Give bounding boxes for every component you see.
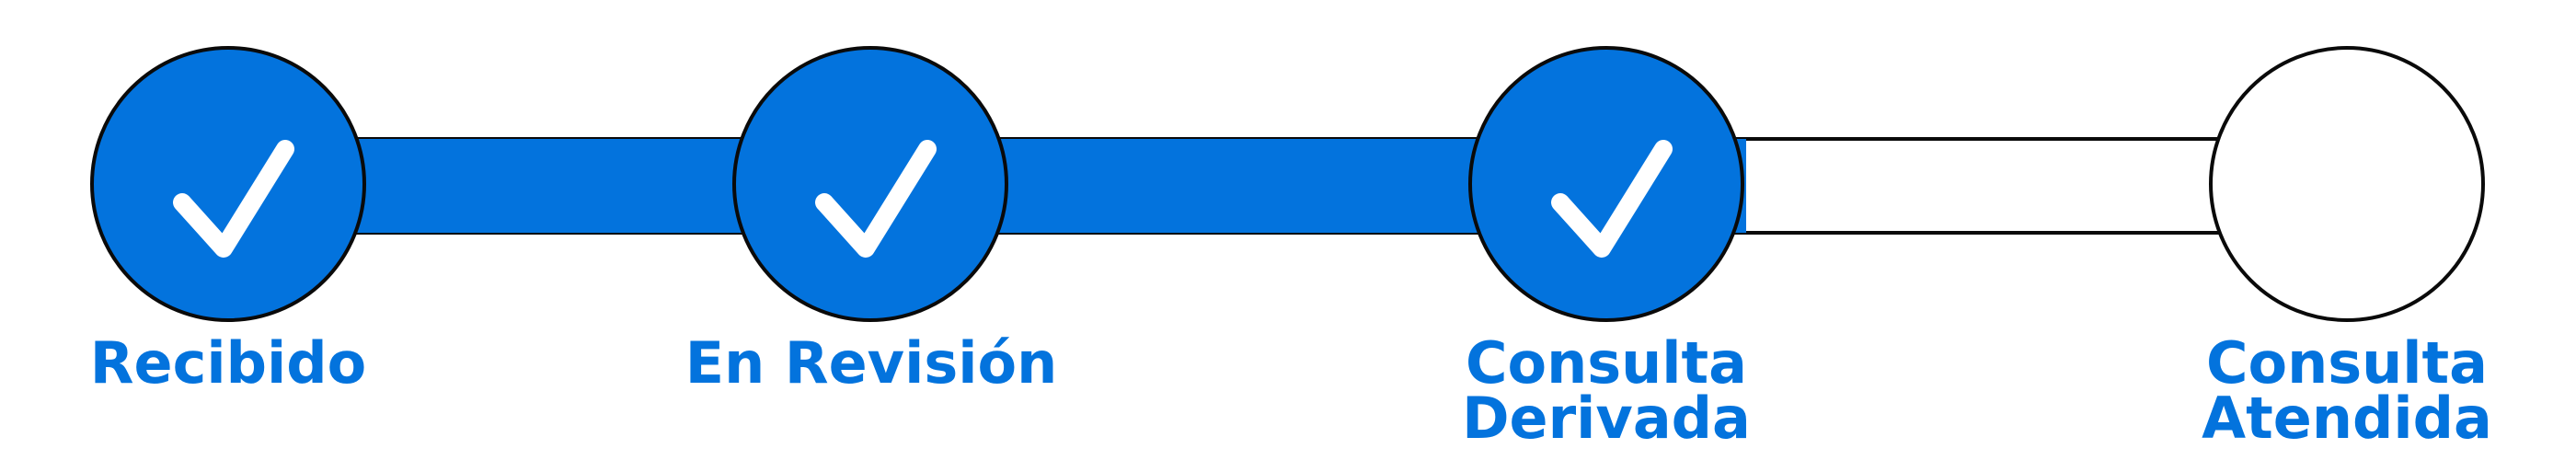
step-3-circle xyxy=(1468,46,1744,322)
step-4-label: Consulta Atendida xyxy=(2202,329,2492,452)
checkmark-icon xyxy=(173,140,294,258)
step-4-circle xyxy=(2209,46,2485,322)
checkmark-icon xyxy=(1551,140,1673,258)
step-2 xyxy=(732,46,1008,322)
step-1 xyxy=(90,46,366,322)
step-3-label: Consulta Derivada xyxy=(1462,329,1751,452)
step-1-label: Recibido xyxy=(89,329,367,397)
step-4 xyxy=(2209,46,2485,322)
step-2-label: En Revisión xyxy=(684,329,1058,397)
step-1-circle xyxy=(90,46,366,322)
checkmark-icon xyxy=(815,140,937,258)
step-2-circle xyxy=(732,46,1008,322)
step-3 xyxy=(1468,46,1744,322)
